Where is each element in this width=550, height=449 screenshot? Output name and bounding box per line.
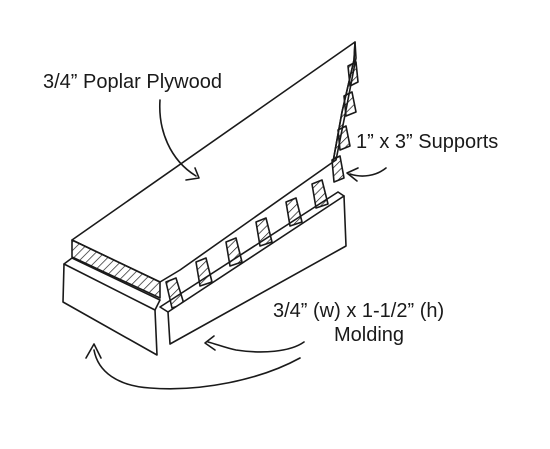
support-2 <box>196 258 212 286</box>
supports-label: 1” x 3” Supports <box>356 131 499 153</box>
leader-plywood-arrowhead <box>186 168 199 180</box>
support-4 <box>256 218 272 246</box>
support-5 <box>286 198 302 226</box>
molding-label-name: Molding <box>334 324 405 346</box>
support-3 <box>226 238 242 266</box>
plywood-front-edge <box>72 240 160 298</box>
plywood-label: 3/4” Poplar Plywood <box>43 71 222 93</box>
leader-supports-arrowhead <box>347 168 358 181</box>
molding-side-strip <box>168 196 346 344</box>
molding-side-strip-top <box>160 192 344 312</box>
leader-plywood <box>160 100 196 176</box>
support-10 <box>348 62 358 86</box>
molding-label-dimensions: 3/4” (w) x 1-1/2” (h) <box>273 300 445 322</box>
molding-front-piece <box>63 264 157 355</box>
leader-molding-right <box>208 342 304 352</box>
supports-group <box>166 62 358 308</box>
leader-molding-right-arrowhead <box>205 336 215 350</box>
molding-front-piece-top <box>64 258 160 310</box>
support-8 <box>338 126 350 150</box>
leader-supports <box>350 168 386 176</box>
leader-molding-left-arrowhead <box>86 344 101 358</box>
support-7 <box>332 156 344 182</box>
leader-molding-left <box>94 350 300 389</box>
support-9 <box>344 92 356 116</box>
